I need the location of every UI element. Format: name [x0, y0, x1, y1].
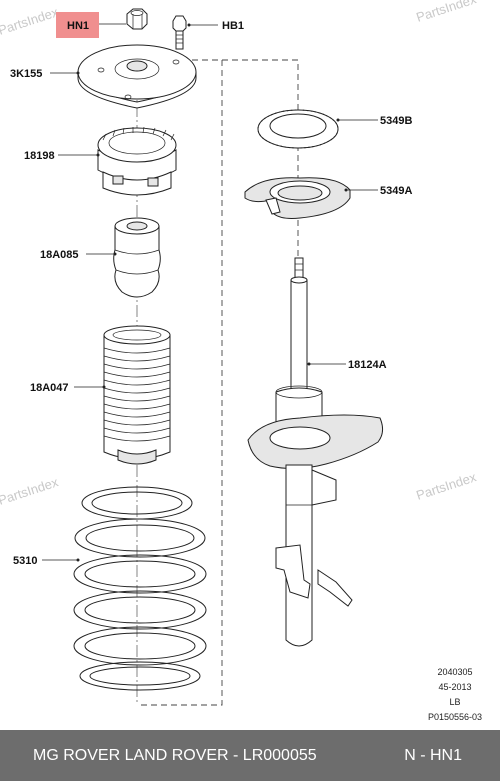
- nut-hn1[interactable]: [126, 8, 148, 30]
- leader-dot-5310: [76, 558, 80, 562]
- bolt-hb1[interactable]: [172, 15, 187, 50]
- footer-bar: MG ROVER LAND ROVER - LR000055 N - HN1: [0, 730, 500, 781]
- leader-dot-3k155: [76, 71, 80, 75]
- reference-line-4: P0150556-03: [427, 712, 483, 722]
- leader-dot-18a047: [102, 385, 106, 389]
- bearing-18198[interactable]: [97, 126, 177, 196]
- watermark-mid-left: PartsIndex: [0, 474, 61, 508]
- leader-dot-18198: [96, 153, 100, 157]
- reference-line-1: 2040305: [437, 667, 473, 677]
- leader-dot-hb1: [187, 23, 191, 27]
- label-5349b[interactable]: 5349B: [380, 115, 412, 127]
- spring-seat-5349a[interactable]: [244, 177, 351, 219]
- assembly-bracket-top: [222, 59, 299, 112]
- reference-line-2: 45-2013: [438, 682, 472, 692]
- watermark-top-right: PartsIndex: [414, 0, 478, 25]
- label-5310[interactable]: 5310: [13, 555, 37, 567]
- watermark-top-left: PartsIndex: [0, 4, 61, 38]
- assembly-bracket-left: [137, 59, 223, 706]
- footer-code: N - HN1: [404, 746, 462, 764]
- watermark-mid-right: PartsIndex: [414, 469, 478, 503]
- footer-title: MG ROVER LAND ROVER - LR000055: [33, 746, 317, 764]
- label-3k155[interactable]: 3K155: [10, 68, 42, 80]
- strut-18124a[interactable]: [247, 257, 384, 647]
- spring-seat-5349b[interactable]: [257, 109, 339, 149]
- label-hn1[interactable]: HN1: [67, 20, 89, 32]
- hn1-highlight[interactable]: [56, 12, 99, 38]
- bump-stop-18a085[interactable]: [113, 217, 161, 298]
- label-5349a[interactable]: 5349A: [380, 185, 412, 197]
- leader-dot-18124a: [307, 362, 311, 366]
- label-18a047[interactable]: 18A047: [30, 382, 69, 394]
- label-18198[interactable]: 18198: [24, 150, 55, 162]
- leader-dot-5349b: [336, 118, 340, 122]
- dust-boot-18a047[interactable]: [103, 325, 171, 465]
- leader-dot-5349a: [344, 188, 348, 192]
- top-mount-3k155[interactable]: [77, 44, 197, 109]
- exploded-diagram: PartsIndex PartsIndex PartsIndex PartsIn…: [0, 0, 479, 706]
- label-18a085[interactable]: 18A085: [40, 249, 79, 261]
- label-18124a[interactable]: 18124A: [348, 359, 387, 371]
- coil-spring-5310[interactable]: [73, 486, 207, 691]
- leader-dot-18a085: [113, 252, 117, 256]
- reference-line-3: LB: [449, 697, 461, 707]
- label-hb1[interactable]: HB1: [222, 20, 244, 32]
